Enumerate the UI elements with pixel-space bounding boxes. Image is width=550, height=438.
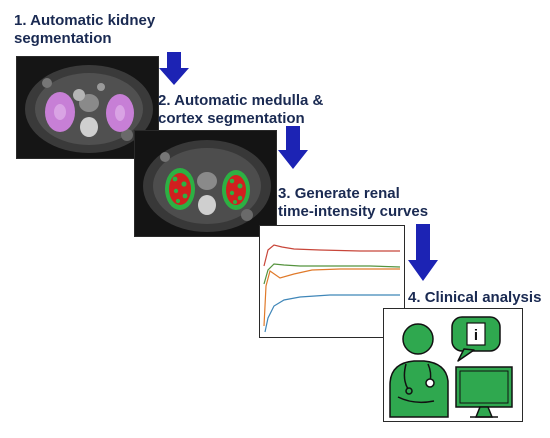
step-3-title-line1: Generate renal (294, 185, 400, 202)
curve-green (263, 263, 401, 285)
info-symbol: i (474, 327, 478, 344)
step-2-number: 2. (158, 92, 171, 109)
down-arrow-1-icon (159, 52, 189, 85)
down-arrow-3-icon (408, 224, 438, 281)
step-2-title: 2. Automatic medulla & cortex segmentati… (158, 92, 323, 128)
clinician-icon (389, 323, 449, 418)
left-kidney-medulla (169, 173, 191, 205)
down-arrow-2-icon (278, 126, 308, 169)
clinical-analysis-illustration: i (383, 308, 523, 422)
step-4-title: 4. Clinical analysis (408, 289, 541, 307)
time-intensity-curves-plot (259, 225, 405, 338)
step-3-title: 3. Generate renal time-intensity curves (278, 185, 428, 221)
kidney-segmentation-image (16, 56, 159, 159)
step-4-number: 4. (408, 289, 421, 306)
info-speech-bubble-icon: i (451, 316, 501, 362)
curve-red (263, 244, 400, 267)
step-2-title-line1: Automatic medulla & (174, 92, 324, 109)
curve-blue (264, 294, 400, 333)
monitor-icon (455, 366, 513, 418)
step-2-title-line2: cortex segmentation (158, 110, 305, 127)
step-1-title: 1. Automatic kidney segmentation (14, 12, 155, 48)
step-3-number: 3. (278, 185, 291, 202)
step-4-title-line1: Clinical analysis (424, 289, 542, 306)
step-3-title-line2: time-intensity curves (278, 203, 429, 220)
step-1-title-line1: Automatic kidney (30, 12, 156, 29)
step-1-number: 1. (14, 12, 27, 29)
medulla-cortex-segmentation-image (134, 130, 277, 237)
curve-orange (263, 268, 400, 327)
step-1-title-line2: segmentation (14, 30, 112, 47)
